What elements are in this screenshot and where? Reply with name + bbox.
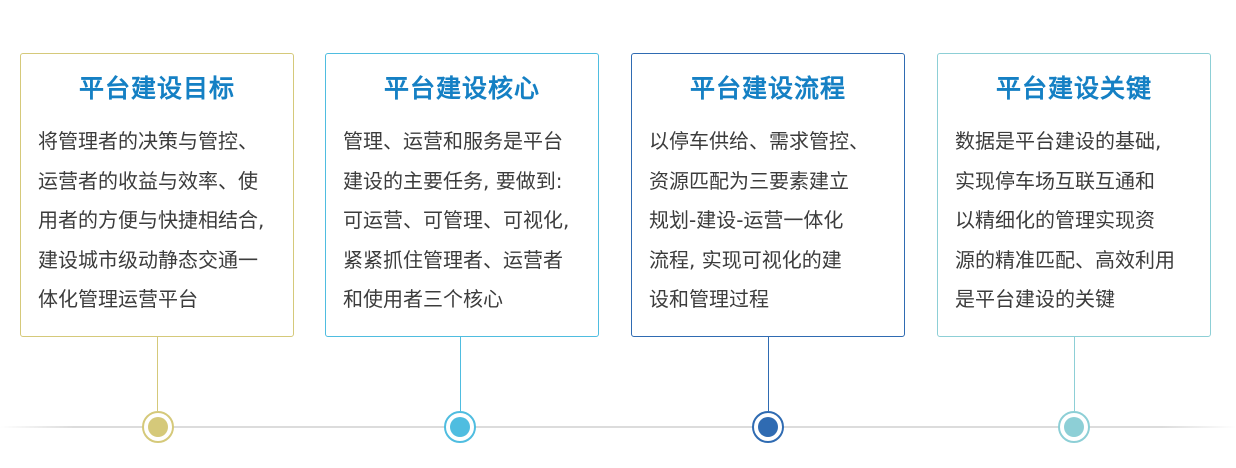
timeline-node (1058, 411, 1090, 443)
timeline-line (0, 426, 1236, 428)
card-line: 管理、运营和服务是平台 (343, 129, 563, 153)
card-line: 体化管理运营平台 (38, 287, 198, 311)
card-body: 将管理者的决策与管控、 运营者的收益与效率、使 用者的方便与快捷相结合, 建设城… (38, 122, 283, 320)
card-process: 平台建设流程 以停车供给、需求管控、 资源匹配为三要素建立 规划-建设-运营一体… (631, 53, 905, 337)
card-line: 设和管理过程 (649, 287, 769, 311)
card-line: 和使用者三个核心 (343, 287, 503, 311)
timeline-node-core (148, 417, 168, 437)
timeline-node-core (450, 417, 470, 437)
card-line: 用者的方便与快捷相结合, (38, 208, 265, 232)
card-line: 资源匹配为三要素建立 (649, 168, 849, 193)
connector-line (460, 337, 461, 411)
card-body: 以停车供给、需求管控、 资源匹配为三要素建立 规划-建设-运营一体化 流程, 实… (649, 122, 894, 320)
card-title: 平台建设流程 (689, 74, 846, 103)
card-core: 平台建设核心 管理、运营和服务是平台 建设的主要任务, 要做到: 可运营、可管理… (325, 53, 599, 337)
card-line: 流程, 实现可视化的建 (649, 247, 842, 272)
card-line: 建设的主要任务, 要做到: (343, 168, 563, 193)
card-line: 运营者的收益与效率、使 (38, 168, 258, 193)
timeline-node-core (758, 417, 778, 437)
timeline-node (752, 411, 784, 443)
connector-line (1074, 337, 1075, 411)
card-line: 建设城市级动静态交通一 (38, 247, 258, 272)
timeline-node (444, 411, 476, 443)
card-key: 平台建设关键 数据是平台建设的基础, 实现停车场互联互通和 以精细化的管理实现资… (937, 53, 1211, 337)
card-line: 将管理者的决策与管控、 (38, 129, 258, 153)
card-body: 管理、运营和服务是平台 建设的主要任务, 要做到: 可运营、可管理、可视化, 紧… (343, 122, 588, 320)
card-line: 是平台建设的关键 (955, 287, 1115, 311)
card-line: 源的精准匹配、高效利用 (955, 247, 1175, 272)
connector-line (768, 337, 769, 411)
card-line: 数据是平台建设的基础, (955, 129, 1162, 153)
card-line: 规划-建设-运营一体化 (649, 208, 844, 232)
connector-line (157, 337, 158, 411)
timeline-node-core (1064, 417, 1084, 437)
card-title: 平台建设关键 (995, 74, 1152, 103)
card-title: 平台建设核心 (383, 74, 540, 103)
timeline-node (142, 411, 174, 443)
card-goal: 平台建设目标 将管理者的决策与管控、 运营者的收益与效率、使 用者的方便与快捷相… (20, 53, 294, 337)
card-title: 平台建设目标 (78, 74, 235, 103)
card-line: 实现停车场互联互通和 (955, 168, 1155, 193)
card-line: 可运营、可管理、可视化, (343, 208, 570, 232)
card-line: 以停车供给、需求管控、 (649, 129, 869, 153)
card-body: 数据是平台建设的基础, 实现停车场互联互通和 以精细化的管理实现资 源的精准匹配… (955, 122, 1200, 320)
card-line: 紧紧抓住管理者、运营者 (343, 247, 563, 272)
card-line: 以精细化的管理实现资 (955, 208, 1155, 232)
